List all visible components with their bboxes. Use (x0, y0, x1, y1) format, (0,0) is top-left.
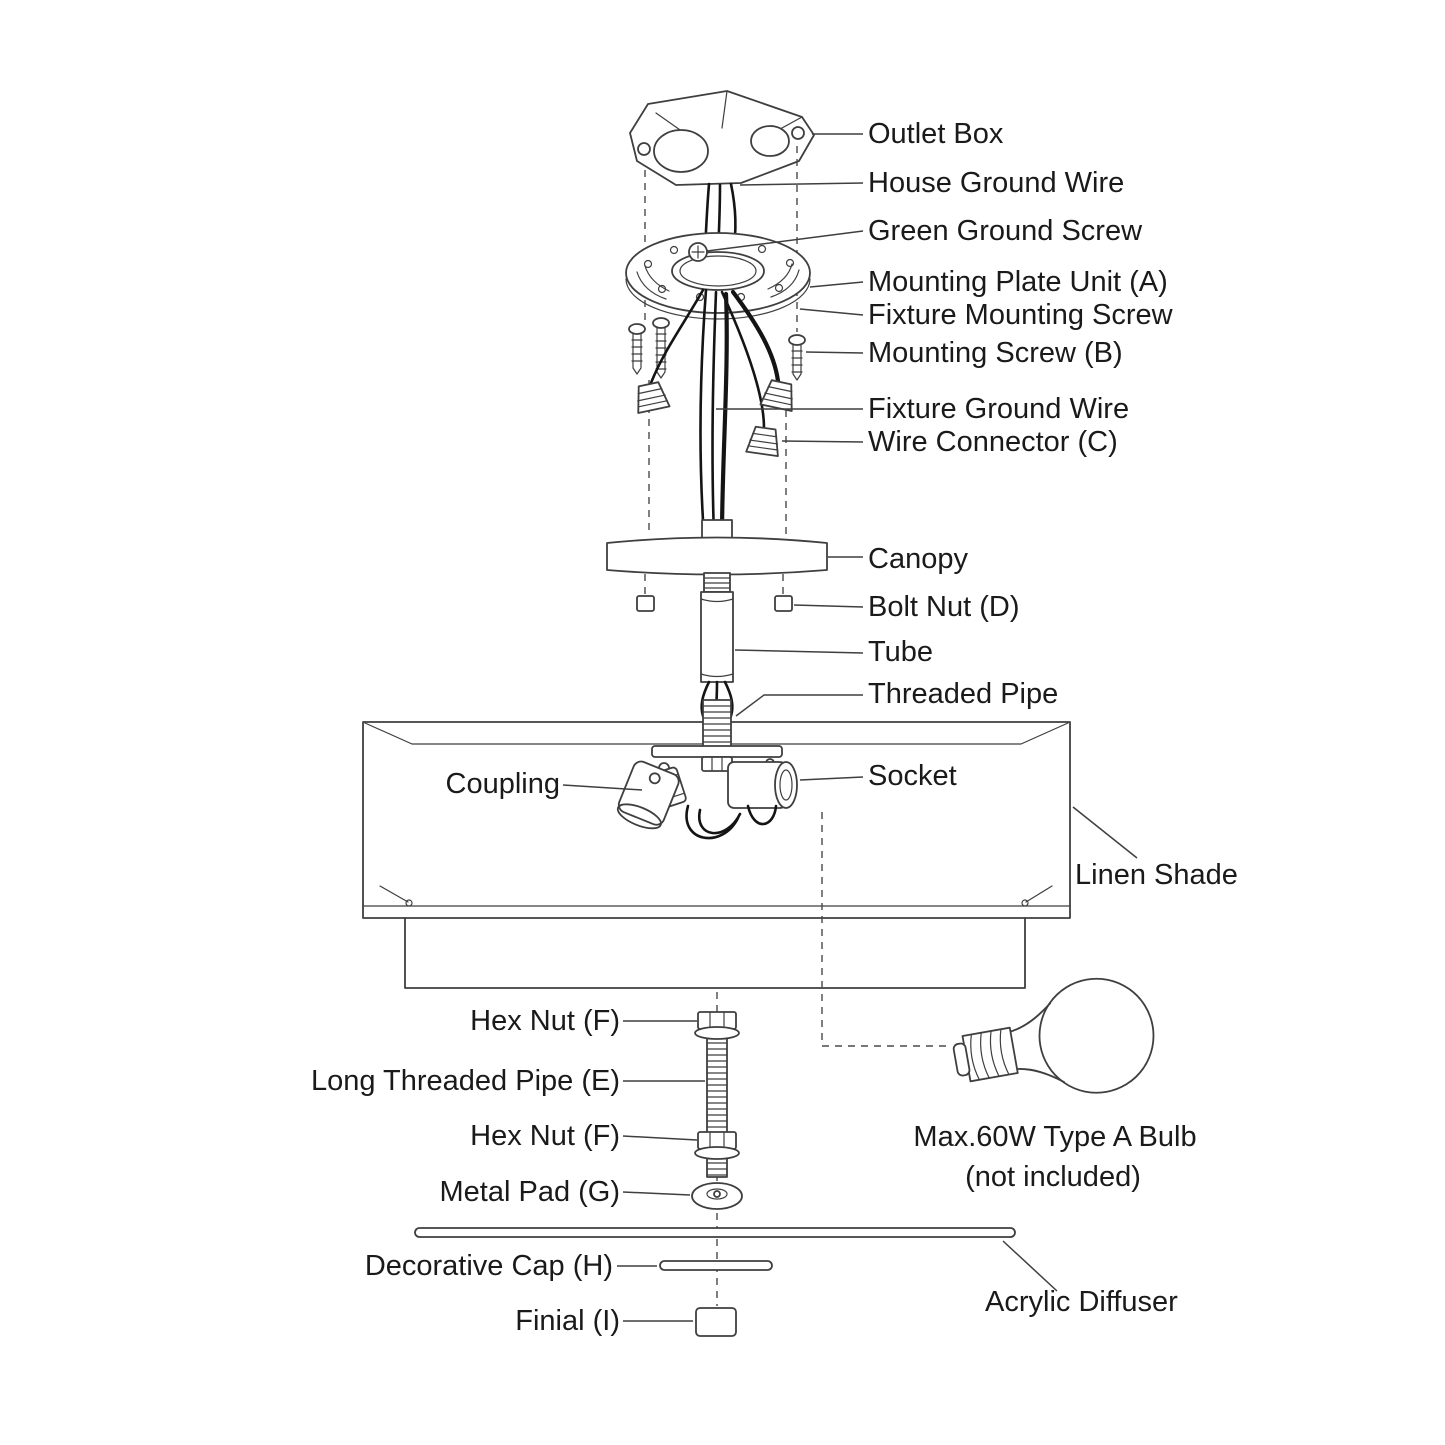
mounting-screw-b-leader (805, 351, 864, 354)
house-ground-wire-label: House Ground Wire (868, 167, 1124, 199)
wire-connector-lower-drawing (745, 425, 779, 457)
wire-connector-label: Wire Connector (C) (868, 426, 1118, 458)
linen-shade-leader (1072, 806, 1138, 859)
hex-nut-bottom-drawing (694, 1131, 740, 1160)
canopy-label: Canopy (868, 543, 968, 575)
mounting-screw-b-label: Mounting Screw (B) (868, 337, 1123, 369)
light-bulb-drawing (952, 977, 1155, 1094)
shade-lower-section-drawing (404, 917, 1026, 989)
canopy-drawing (606, 519, 828, 593)
bolt-nut-leader (793, 604, 864, 608)
outlet-box-drawing (629, 90, 815, 186)
dashed-line-bulb (821, 812, 952, 1047)
hex-nut-bottom-leader (622, 1135, 698, 1141)
outlet-box-label: Outlet Box (868, 118, 1004, 150)
mounting-plate-label: Mounting Plate Unit (A) (868, 266, 1168, 298)
decorative-cap-drawing (659, 1260, 773, 1271)
metal-pad-drawing (691, 1182, 743, 1210)
coupling-label: Coupling (446, 768, 560, 800)
hex-nut-top-drawing (694, 1011, 740, 1040)
fixture-wires-drawing (649, 288, 781, 539)
wire-connector-left-drawing (637, 381, 671, 414)
socket-leader (799, 776, 864, 781)
bolt-nut-left-drawing (636, 595, 655, 612)
outlet-box-ear-screw-right (791, 126, 805, 140)
acrylic-diffuser-leader (1002, 1240, 1058, 1292)
acrylic-diffuser-label: Acrylic Diffuser (985, 1286, 1178, 1318)
bulb-note-line1: Max.60W Type A Bulb (913, 1121, 1196, 1153)
green-ground-screw-drawing (688, 242, 708, 262)
fixture-mounting-screw-drawing (652, 317, 670, 379)
long-threaded-pipe-label: Long Threaded Pipe (E) (311, 1065, 620, 1097)
mounting-screw-right-drawing (788, 334, 806, 381)
bolt-nut-label: Bolt Nut (D) (868, 591, 1019, 623)
metal-pad-label: Metal Pad (G) (440, 1176, 621, 1208)
green-ground-screw-leader (706, 230, 864, 252)
tube-leader (734, 649, 864, 654)
decorative-cap-label: Decorative Cap (H) (365, 1250, 613, 1282)
bulb-note-line2: (not included) (965, 1161, 1141, 1193)
mounting-plate-leader (809, 281, 864, 288)
tube-label: Tube (868, 636, 933, 668)
house-ground-wire-leader (739, 182, 864, 186)
hex-nut-bottom-label: Hex Nut (F) (470, 1120, 620, 1152)
socket-left-drawing (616, 760, 680, 830)
socket-right-drawing (727, 761, 798, 809)
fixture-mounting-screw-leader (799, 308, 864, 316)
linen-shade-label: Linen Shade (1075, 859, 1238, 891)
tube-drawing (700, 591, 734, 683)
fixture-ground-wire-label: Fixture Ground Wire (868, 393, 1129, 425)
mounting-strap-drawing (651, 745, 783, 758)
finial-drawing (695, 1307, 737, 1337)
socket-assembly-drawing (616, 745, 798, 840)
coupling-leader (562, 784, 643, 791)
acrylic-diffuser-drawing (414, 1227, 1016, 1238)
fixture-mounting-screw-label: Fixture Mounting Screw (868, 299, 1174, 331)
wire-connector-leader (781, 440, 864, 443)
threaded-pipe-label: Threaded Pipe (868, 678, 1058, 710)
bolt-nut-right-drawing (774, 595, 793, 612)
mounting-screw-left-drawing (628, 323, 646, 375)
green-ground-screw-label: Green Ground Screw (868, 215, 1143, 247)
finial-label: Finial (I) (515, 1305, 620, 1337)
socket-wires-drawing (685, 804, 778, 840)
outlet-box-ear-screw-left (637, 142, 651, 156)
wire-connector-right-drawing (759, 379, 793, 412)
hex-nut-top-label: Hex Nut (F) (470, 1005, 620, 1037)
metal-pad-leader (622, 1191, 691, 1196)
threaded-pipe-leader (735, 694, 863, 717)
socket-label: Socket (868, 760, 957, 792)
mounting-plate-drawing (625, 232, 811, 320)
